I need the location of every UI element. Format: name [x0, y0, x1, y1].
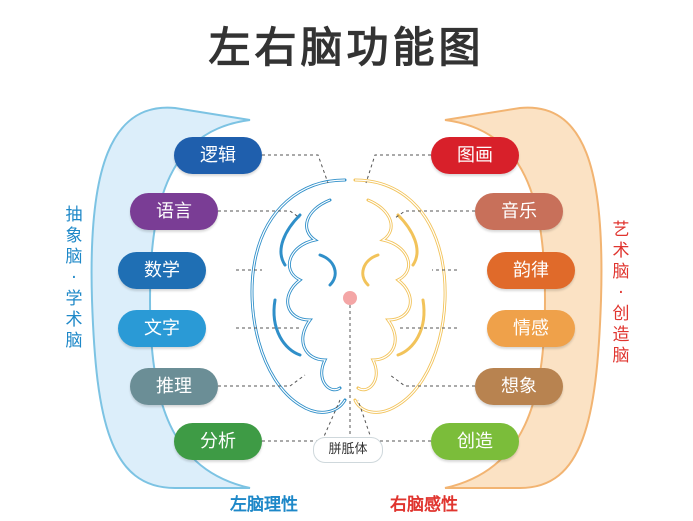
right-item-emotion: 情感	[487, 310, 575, 347]
corpus-callosum-mark	[343, 291, 357, 305]
right-item-creativity: 创造	[431, 423, 519, 460]
right-item-rhythm: 韵律	[487, 252, 575, 289]
left-leaders	[218, 154, 341, 442]
left-brain-caption: 左脑理性	[230, 495, 298, 515]
right-side-label: 艺术脑 · 创造脑	[612, 220, 630, 366]
left-hemisphere	[250, 178, 347, 414]
corpus-callosum-label: 胼胝体	[313, 437, 383, 463]
right-item-music: 音乐	[475, 193, 563, 230]
left-hemisphere-inner	[251, 179, 346, 413]
left-item-math: 数学	[118, 252, 206, 289]
right-hemisphere-inner	[354, 179, 446, 413]
left-item-reasoning: 推理	[130, 368, 218, 405]
left-side-label: 抽象脑 · 学术脑	[65, 205, 83, 351]
right-item-imagination: 想象	[475, 368, 563, 405]
left-item-analysis: 分析	[174, 423, 262, 460]
left-item-logic: 逻辑	[174, 137, 262, 174]
left-item-writing: 文字	[118, 310, 206, 347]
right-leaders	[357, 154, 475, 442]
right-hemisphere	[353, 178, 447, 414]
page-title: 左右脑功能图	[208, 23, 485, 72]
right-brain-caption: 右脑感性	[390, 495, 458, 515]
right-item-painting: 图画	[431, 137, 519, 174]
left-item-language: 语言	[130, 193, 218, 230]
